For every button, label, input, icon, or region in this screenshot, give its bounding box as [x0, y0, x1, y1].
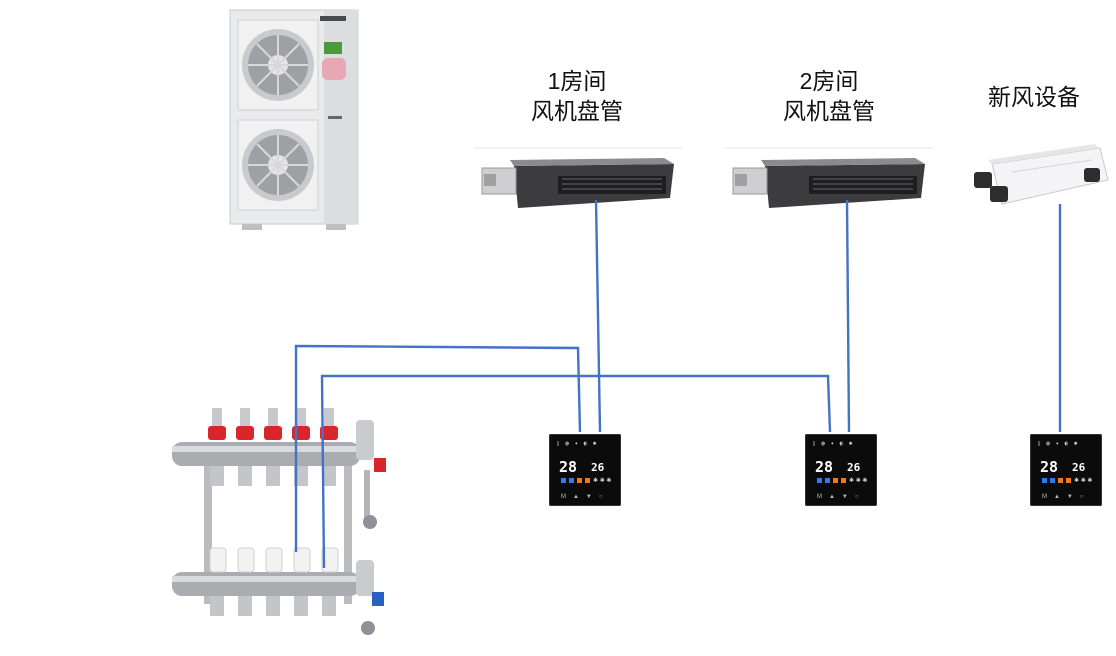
- fan-icon: ✱ ✱ ✱: [849, 478, 868, 484]
- thermostat-set-temp: 28: [559, 458, 578, 476]
- thermostat-room-temp: 26: [591, 461, 605, 474]
- thermostat-room-temp: 26: [1072, 461, 1086, 474]
- room1-label-line2: 风机盘管: [531, 98, 623, 124]
- fan-icon: ✱ ✱ ✱: [593, 478, 612, 484]
- thermostat-panel-fresh-air: ▯ ◍ ✦ ◐ ✱ 28 26 ✱ ✱ ✱ M▲▼○: [1030, 434, 1102, 506]
- fresh-air-label: 新风设备: [988, 84, 1080, 110]
- room2-label-line1: 2房间: [799, 68, 859, 94]
- wire-fancoil2-to-thermostat2: [845, 199, 851, 433]
- thermostat-panel-room2: ▯ ◍ ✦ ◐ ✱ 28 26 ✱ ✱ ✱ M▲▼○: [805, 434, 877, 506]
- thermostat-set-temp: 28: [1040, 458, 1059, 476]
- wire-fancoil1-to-thermostat1: [594, 199, 602, 433]
- thermostat-panel-room1: ▯ ◍ ✦ ◐ ✱ 28 26 ✱ ✱ ✱ M▲▼○: [549, 434, 621, 506]
- outdoor-unit-icon: [229, 9, 359, 230]
- wire-manifold-to-thermostat1: [294, 344, 582, 552]
- thermostat-set-temp: 28: [815, 458, 834, 476]
- wire-manifold-to-thermostat2: [320, 374, 832, 569]
- fan-coil-unit-room2-icon: [725, 147, 933, 208]
- room2-label-line2: 风机盘管: [783, 98, 875, 124]
- room1-label: 1房间 风机盘管: [522, 66, 632, 126]
- room1-label-line1: 1房间: [547, 68, 607, 94]
- manifold-icon: [172, 408, 386, 635]
- fan-coil-unit-room1-icon: [474, 147, 682, 208]
- thermostat-room-temp: 26: [847, 461, 861, 474]
- fresh-air-unit-icon: [974, 144, 1109, 205]
- room2-label: 2房间 风机盘管: [774, 66, 884, 126]
- fan-icon: ✱ ✱ ✱: [1074, 478, 1093, 484]
